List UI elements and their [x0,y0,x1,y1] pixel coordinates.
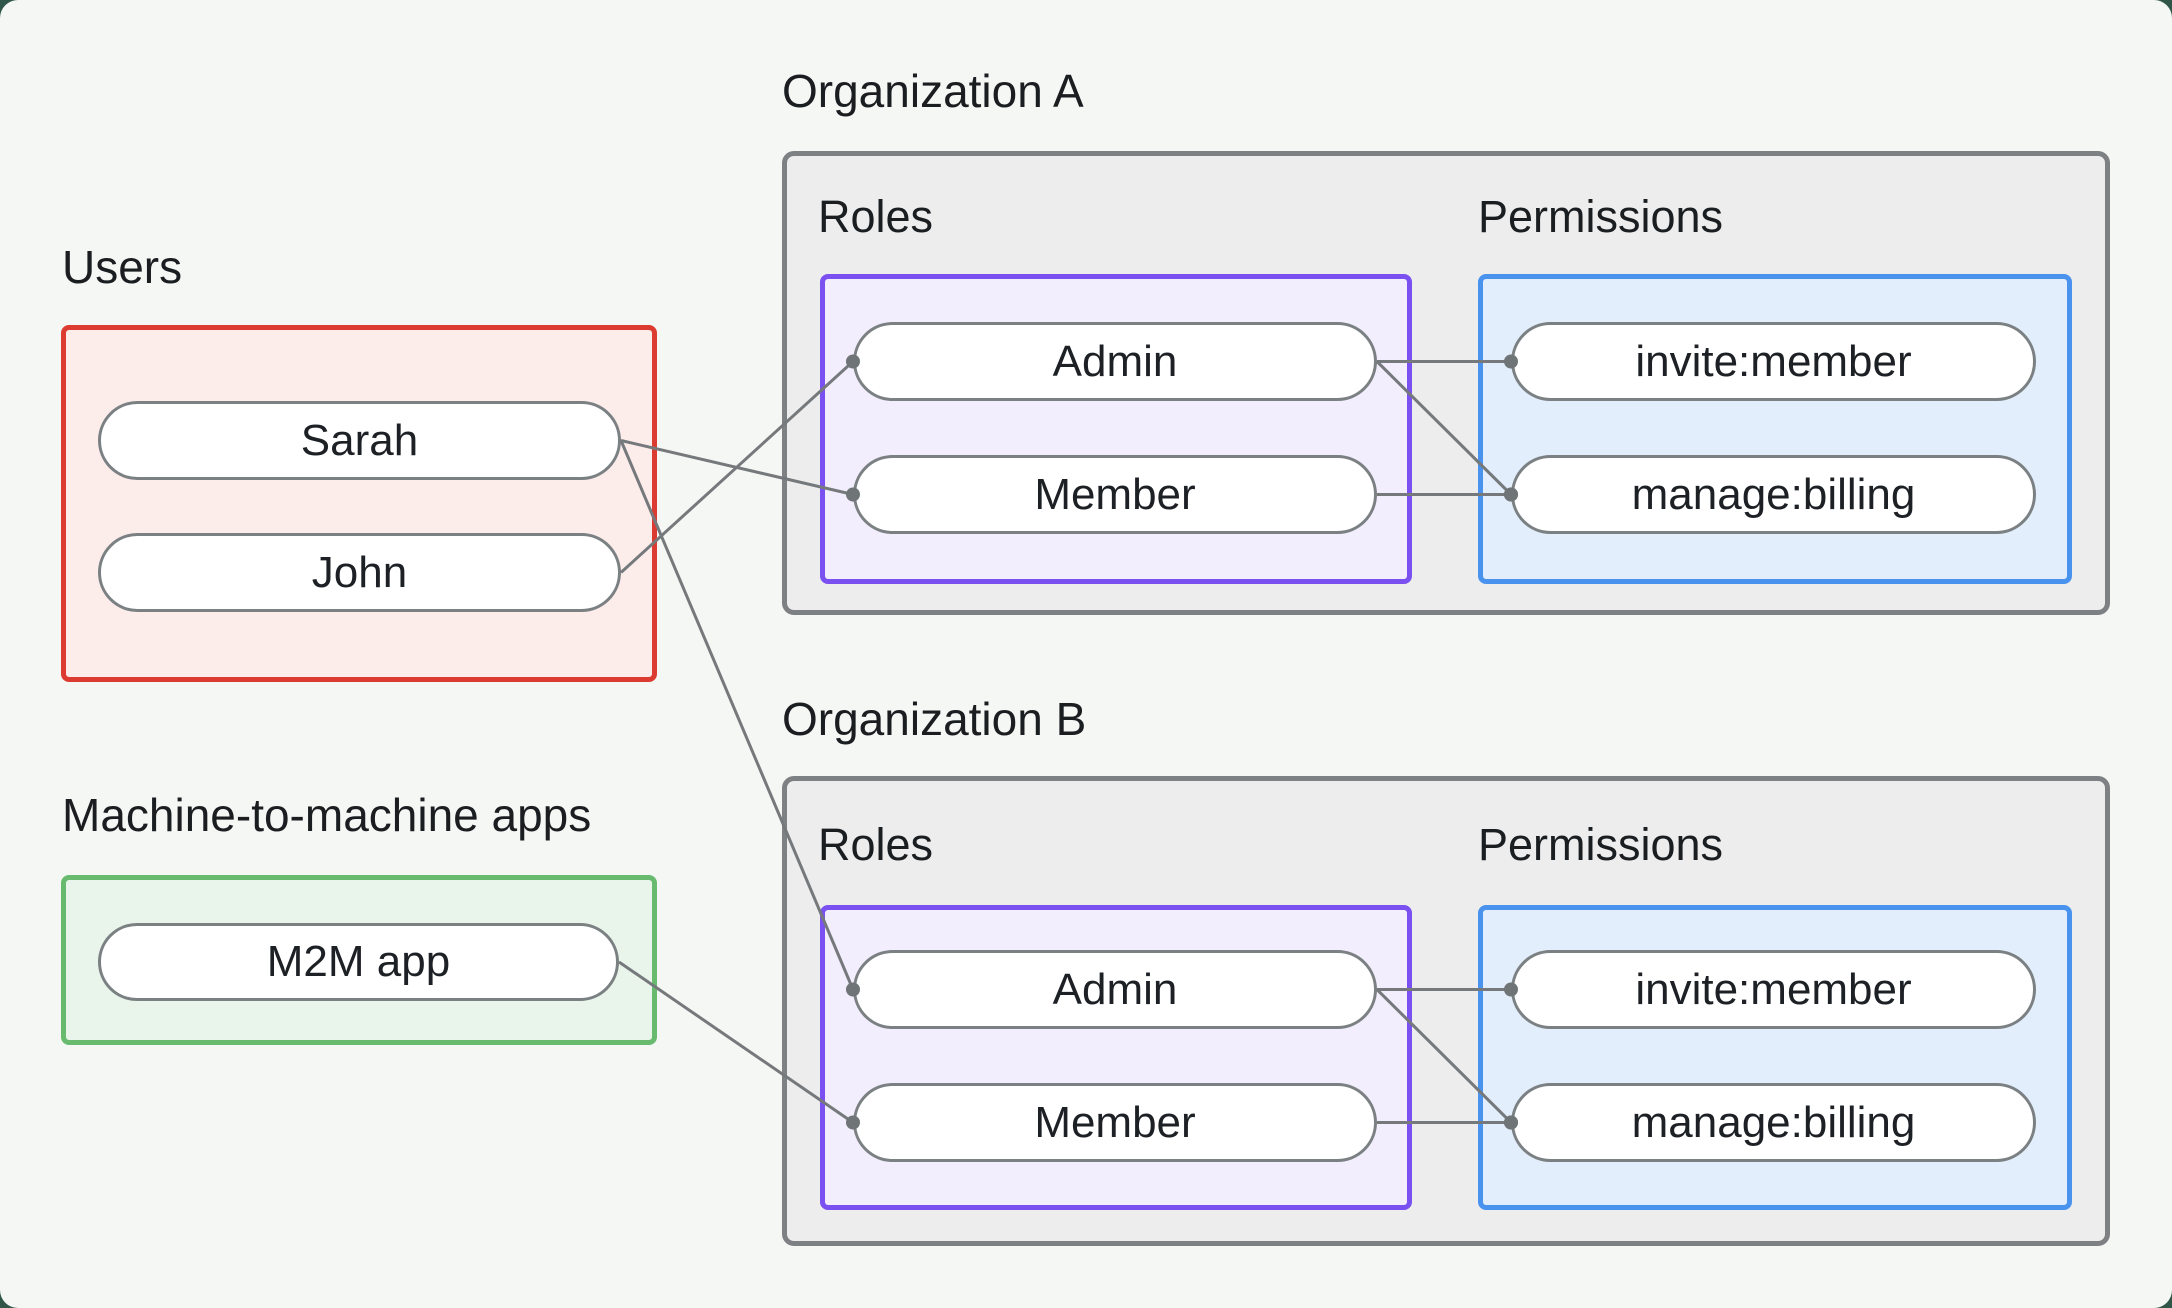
org-b-roles-label: Roles [818,819,934,870]
org-b-permission-pill-manage-billing: manage:billing [1511,1083,2036,1162]
org-a-permission-pill-manage-billing: manage:billing [1511,455,2036,534]
org-a-roles-box [820,274,1412,584]
org-a-role-pill-admin: Admin [853,322,1377,401]
m2m-app-pill: M2M app [98,923,619,1001]
user-pill-john: John [98,533,621,612]
user-pill-sarah: Sarah [98,401,621,480]
org-b-permissions-label: Permissions [1478,819,1724,870]
org-a-role-pill-member: Member [853,455,1377,534]
org-b-label: Organization B [782,693,1087,745]
org-a-permission-pill-invite-member: invite:member [1511,322,2036,401]
org-a-roles-label: Roles [818,191,934,242]
m2m-group-label: Machine-to-machine apps [62,789,592,841]
org-a-permissions-box [1478,274,2072,584]
org-a-label: Organization A [782,65,1084,117]
users-group-box [61,325,657,682]
org-b-role-pill-admin: Admin [853,950,1377,1029]
users-group-label: Users [62,241,183,293]
org-b-permission-pill-invite-member: invite:member [1511,950,2036,1029]
org-b-role-pill-member: Member [853,1083,1377,1162]
org-a-permissions-label: Permissions [1478,191,1724,242]
